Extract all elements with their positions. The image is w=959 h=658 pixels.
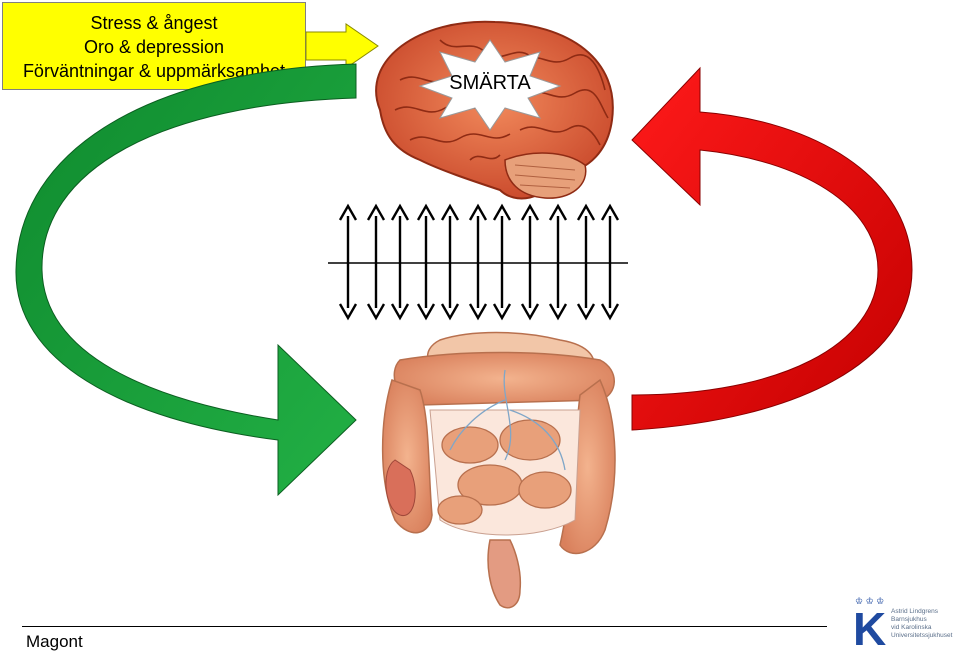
double-arrow-icon <box>578 206 594 318</box>
double-arrow-icon <box>368 206 384 318</box>
double-arrow-icon <box>442 206 458 318</box>
logo-line-1: Astrid Lindgrens <box>891 608 952 616</box>
hospital-logo: ♔ ♔ ♔ K Astrid Lindgrens Barnsjukhus vid… <box>853 596 959 656</box>
double-arrow-icon <box>392 206 408 318</box>
footer-line <box>22 626 827 627</box>
double-arrow-icon <box>522 206 538 318</box>
logo-text: Astrid Lindgrens Barnsjukhus vid Karolin… <box>891 608 952 640</box>
logo-line-2: Barnsjukhus <box>891 616 952 624</box>
yellow-arrow <box>306 24 378 68</box>
double-arrow-icon <box>340 206 356 318</box>
footer-label: Magont <box>26 632 83 652</box>
green-curved-arrow <box>16 64 356 495</box>
pain-label: SMÄRTA <box>440 72 540 95</box>
double-arrow-icon <box>470 206 486 318</box>
logo-line-4: Universitetssjukhuset <box>891 632 952 640</box>
logo-letter: K <box>853 606 886 652</box>
red-curved-arrow <box>632 68 912 430</box>
logo-line-3: vid Karolinska <box>891 624 952 632</box>
double-arrows <box>340 206 618 318</box>
intestines-illustration <box>383 333 615 608</box>
double-arrow-icon <box>602 206 618 318</box>
double-arrow-icon <box>550 206 566 318</box>
double-arrow-icon <box>418 206 434 318</box>
double-arrow-icon <box>494 206 510 318</box>
